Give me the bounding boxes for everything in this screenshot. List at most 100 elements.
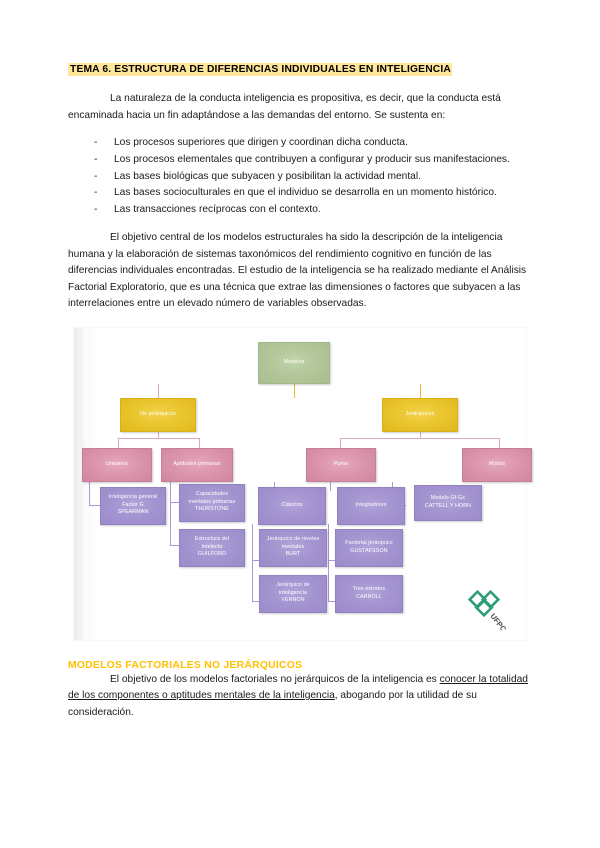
- node-label: Modelos: [283, 358, 305, 365]
- list-item: - Las bases biológicas que subyacen y po…: [68, 169, 532, 186]
- connector-puros-up: [340, 437, 341, 448]
- connector-clasicos-down: [252, 523, 253, 602]
- page-title-text: TEMA 6. ESTRUCTURA DE DIFERENCIAS INDIVI…: [68, 63, 452, 76]
- list-item-label: Los procesos elementales que contribuyen…: [114, 153, 510, 165]
- diagram-node-puros[interactable]: Puros: [306, 447, 376, 482]
- list-item-label: Las bases biológicas que subyacen y posi…: [114, 170, 421, 182]
- list-item: - Las transacciones recíprocas con el co…: [68, 202, 532, 219]
- sustenta-list: - Los procesos superiores que dirigen y …: [68, 135, 532, 218]
- diagram-node-carroll[interactable]: Tres estratos CARROLL: [335, 574, 403, 613]
- connector-vernon-in: [252, 600, 260, 602]
- connector-aptitudes-up: [199, 437, 200, 448]
- diagram-node-gustafsson[interactable]: Factorial jerárquico GUSTAFSSON: [335, 528, 403, 567]
- node-line-1: Tres estratos: [352, 586, 386, 593]
- connector-unitarios-up: [118, 437, 119, 448]
- list-item: - Los procesos superiores que dirigen y …: [68, 135, 532, 152]
- connector-integradores-down: [328, 523, 329, 602]
- connector-burt-in: [252, 559, 260, 561]
- node-line-1: Inteligencia general: [108, 494, 158, 501]
- diagram-node-modelos[interactable]: Modelos: [258, 341, 330, 384]
- node-line-2: mentales primarias: [188, 498, 236, 505]
- node-line-1: Jerárquico de: [276, 582, 310, 589]
- node-label: Unitarios: [106, 460, 128, 467]
- diagram-node-mixtos[interactable]: Mixtos: [462, 447, 532, 482]
- diagram-node-spearman[interactable]: Inteligencia general Factor G SPEARMAN: [100, 486, 166, 525]
- node-line-2: Intelecto: [201, 543, 223, 550]
- connector-mixtos-up: [499, 437, 500, 448]
- node-line-2: CATTELL Y HORN: [424, 502, 472, 509]
- node-line-1: Modelo Gf-Gc: [430, 495, 466, 502]
- paragraph-no-jerarquicos: El objetivo de los modelos factoriales n…: [68, 672, 532, 722]
- paragraph-underlined: conocer la totalidad de los componentes …: [68, 673, 528, 702]
- node-line-3: THURSTONE: [195, 506, 229, 513]
- node-line-1: Jerárquico de niveles: [266, 536, 320, 543]
- node-line-3: VERNON: [281, 597, 305, 604]
- bullet-marker: -: [94, 170, 98, 182]
- node-label: No jerárquicos: [140, 410, 176, 417]
- node-line-1: Factorial jerárquico: [345, 540, 393, 547]
- paragraph-objetivo-central: El objetivo central de los modelos estru…: [68, 232, 527, 310]
- diagram-node-burt[interactable]: Jerárquico de niveles mentales BURT: [259, 528, 327, 567]
- diagram-spine: [74, 327, 84, 640]
- list-item: - Los procesos elementales que contribuy…: [68, 152, 532, 169]
- diagram-node-clasicos[interactable]: Clásicos: [258, 486, 326, 525]
- ufpc-logo-icon: UFPC: [467, 589, 508, 630]
- paragraph-part-1: El objetivo de los modelos factoriales n…: [110, 673, 440, 685]
- models-hierarchy-diagram: Modelos No jerárquicos Jerárquicos Unita…: [62, 323, 532, 642]
- connector-thurstone-in: [170, 501, 180, 503]
- node-line-2: mentales: [281, 543, 305, 550]
- diagram-node-unitarios[interactable]: Unitarios: [82, 447, 152, 482]
- page-title: TEMA 6. ESTRUCTURA DE DIFERENCIAS INDIVI…: [68, 62, 532, 77]
- connector-nojer-up: [158, 383, 159, 398]
- connector-jer-up: [420, 383, 422, 398]
- node-line-2: inteligencia: [279, 589, 307, 596]
- section-heading: MODELOS FACTORIALES NO JERÁRQUICOS: [68, 659, 303, 671]
- diagram-node-no-jerarquicos[interactable]: No jerárquicos: [120, 397, 196, 432]
- connector-carroll-in: [328, 600, 336, 602]
- diagram-node-cattell-horn[interactable]: Modelo Gf-Gc CATTELL Y HORN: [414, 484, 482, 521]
- connector-spearman-in: [89, 504, 101, 506]
- bullet-marker: -: [94, 153, 98, 165]
- diagram-node-integradores[interactable]: Integradores: [337, 486, 405, 525]
- connector-puros-down: [274, 481, 275, 491]
- diagram-node-guilford[interactable]: Estructura del Intelecto GUILFORD: [179, 528, 245, 567]
- node-line-1: Estructura del: [194, 536, 230, 543]
- connector-jer-down: [420, 429, 421, 439]
- connector-guilford-in: [170, 544, 180, 546]
- diagram-node-jerarquicos[interactable]: Jerárquicos: [382, 397, 458, 432]
- connector-integradores-up: [330, 481, 331, 491]
- node-line-2: CARROLL: [356, 593, 382, 600]
- connector-aptitudes-down: [170, 481, 171, 546]
- node-line-2: Factor G: [122, 501, 144, 508]
- bullet-marker: -: [94, 187, 98, 199]
- document-content: TEMA 6. ESTRUCTURA DE DIFERENCIAS INDIVI…: [62, 62, 532, 732]
- connector-gustafsson-in: [328, 559, 336, 561]
- ufpc-logo-text: UFPC: [488, 611, 508, 629]
- diagram-node-thurstone[interactable]: Capacidades mentales primarias THURSTONE: [179, 483, 245, 522]
- node-line-1: Capacidades: [195, 491, 229, 498]
- node-line-2: GUSTAFSSON: [350, 547, 388, 554]
- node-label: Clásicos: [281, 501, 303, 508]
- paragraph-intro: La naturaleza de la conducta inteligenci…: [68, 93, 501, 121]
- node-label: Integradores: [355, 501, 387, 508]
- node-label: Jerárquicos: [405, 410, 435, 417]
- diagram-node-aptitudes-primarias[interactable]: Aptitudes primarias: [161, 447, 233, 482]
- node-line-3: SPEARMAN: [117, 509, 149, 516]
- list-item-label: Las transacciones recíprocas con el cont…: [114, 203, 321, 215]
- list-item-label: Las bases socioculturales en que el indi…: [114, 187, 497, 199]
- connector-nojer-bus: [118, 437, 200, 439]
- bullet-marker: -: [94, 137, 98, 149]
- node-label: Mixtos: [488, 460, 506, 467]
- connector-nojer-down: [158, 429, 159, 439]
- node-line-3: GUILFORD: [197, 551, 227, 558]
- connector-jer-bus: [340, 437, 500, 439]
- bullet-marker: -: [94, 203, 98, 215]
- node-label: Puros: [333, 460, 349, 467]
- node-label: Aptitudes primarias: [173, 460, 221, 467]
- diagram-node-vernon[interactable]: Jerárquico de inteligencia VERNON: [259, 574, 327, 613]
- node-line-3: BURT: [285, 551, 301, 558]
- list-item-label: Los procesos superiores que dirigen y co…: [114, 137, 408, 149]
- list-item: - Las bases socioculturales en que el in…: [68, 185, 532, 202]
- paragraph-part-2: , abogando por la utilidad de su conside…: [68, 690, 477, 718]
